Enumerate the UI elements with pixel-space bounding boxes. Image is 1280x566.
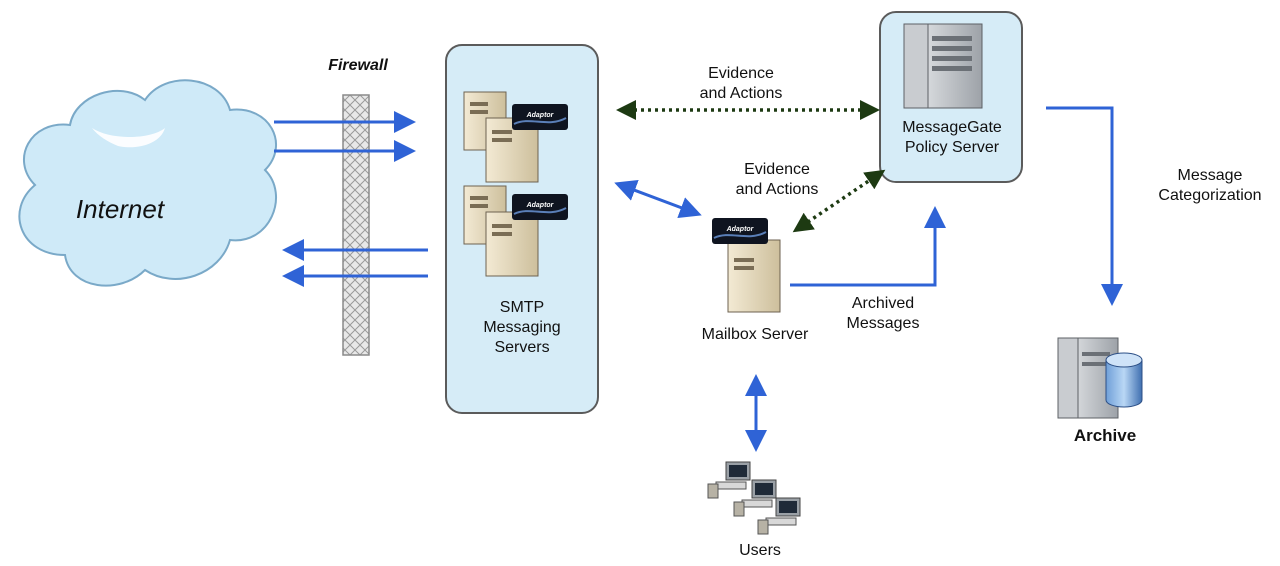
users-icon	[707, 461, 801, 535]
adapter-label: Adaptor	[526, 112, 555, 119]
adapter-badge: Adaptor	[512, 104, 568, 130]
mailbox-server-label: Mailbox Server	[701, 326, 809, 343]
smtp-server-icon-1: Adaptor	[463, 91, 568, 183]
firewall-label: Firewall	[328, 57, 388, 74]
evidence-arrow-mid	[792, 169, 886, 233]
internet-cloud	[18, 79, 277, 287]
mailbox-server-icon: Adaptor	[712, 218, 781, 313]
categorization-arrow	[1046, 106, 1123, 306]
smtp-server-icon-2: Adaptor	[463, 185, 568, 277]
adapter-badge: Adaptor	[712, 218, 768, 244]
smtp-mailbox-arrow	[614, 180, 702, 218]
archived-messages-arrow	[790, 206, 946, 287]
adapter-label: Adaptor	[726, 226, 755, 233]
archive-label: Archive	[1073, 426, 1137, 445]
adapter-label: Adaptor	[526, 202, 555, 209]
internet-label: Internet	[75, 194, 165, 224]
policy-server-icon	[903, 23, 983, 109]
users-label: Users	[739, 542, 781, 559]
firewall	[342, 94, 370, 356]
adapter-badge: Adaptor	[512, 194, 568, 220]
archive-icon	[1057, 337, 1143, 419]
